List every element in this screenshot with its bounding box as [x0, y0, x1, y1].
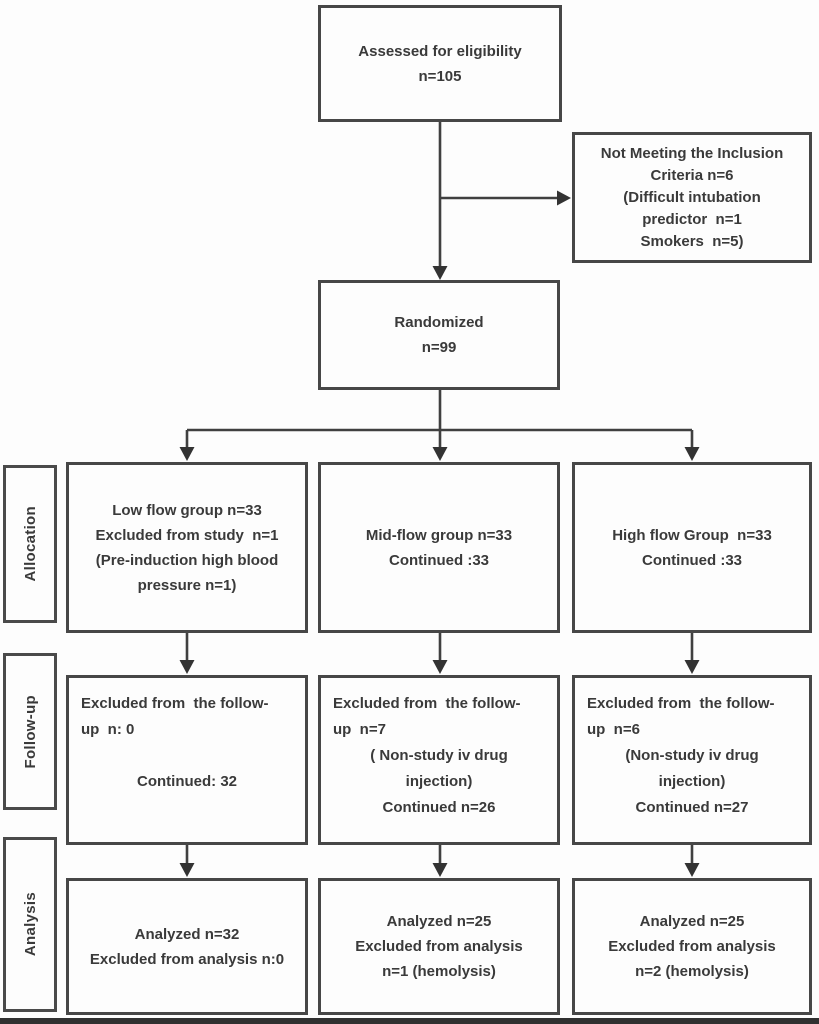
arrows-allocation-to-followup	[185, 633, 694, 662]
assessed-eligibility-box: Assessed for eligibility n=105	[318, 5, 562, 122]
analysis-mid-flow-box: Analyzed n=25 Excluded from analysis n=1…	[318, 878, 560, 1015]
followup-mid-flow-box: Excluded from the follow- up n=7 ( Non-s…	[318, 675, 560, 845]
analysis-stage-label-text: Analysis	[21, 892, 39, 957]
followup-mid-excluded-text: Excluded from the follow- up n=7	[333, 695, 521, 738]
allocation-mid-flow-box: Mid-flow group n=33 Continued :33	[318, 462, 560, 633]
arrowhead-down-icon	[432, 447, 448, 461]
arrowhead-down-icon	[684, 447, 700, 461]
followup-low-detail-text: Continued: 32	[137, 773, 237, 790]
exclusion-box: Not Meeting the Inclusion Criteria n=6 (…	[572, 132, 812, 263]
arrowhead-down-icon	[684, 863, 700, 877]
figure-bottom-border	[0, 1018, 819, 1024]
followup-high-excluded-text: Excluded from the follow- up n=6	[587, 695, 775, 738]
followup-high-detail-text: (Non-study iv drug injection) Continued …	[625, 747, 759, 816]
followup-stage-label-text: Follow-up	[21, 694, 39, 769]
branch-randomized	[185, 390, 694, 449]
arrowhead-right-icon	[557, 190, 571, 206]
followup-low-excluded-text: Excluded from the follow- up n: 0	[81, 695, 269, 738]
followup-high-flow-box: Excluded from the follow- up n=6 (Non-st…	[572, 675, 812, 845]
followup-stage-label: Follow-up	[3, 653, 57, 810]
arrowhead-down-icon	[684, 660, 700, 674]
allocation-low-flow-box: Low flow group n=33 Excluded from study …	[66, 462, 308, 633]
arrowhead-down-icon	[432, 863, 448, 877]
arrowhead-down-icon	[432, 660, 448, 674]
followup-low-flow-box: Excluded from the follow- up n: 0 Contin…	[66, 675, 308, 845]
arrowhead-down-icon	[179, 447, 195, 461]
allocation-stage-label-text: Allocation	[21, 506, 39, 582]
arrowhead-down-icon	[179, 660, 195, 674]
arrowhead-down-icon	[179, 863, 195, 877]
randomized-box: Randomized n=99	[318, 280, 560, 390]
arrowhead-down-icon	[432, 266, 448, 280]
allocation-high-flow-box: High flow Group n=33 Continued :33	[572, 462, 812, 633]
allocation-stage-label: Allocation	[3, 465, 57, 623]
analysis-low-flow-box: Analyzed n=32 Excluded from analysis n:0	[66, 878, 308, 1015]
followup-mid-detail-text: ( Non-study iv drug injection) Continued…	[370, 747, 508, 816]
arrows-followup-to-analysis	[185, 845, 694, 865]
analysis-stage-label: Analysis	[3, 837, 57, 1012]
analysis-high-flow-box: Analyzed n=25 Excluded from analysis n=2…	[572, 878, 812, 1015]
